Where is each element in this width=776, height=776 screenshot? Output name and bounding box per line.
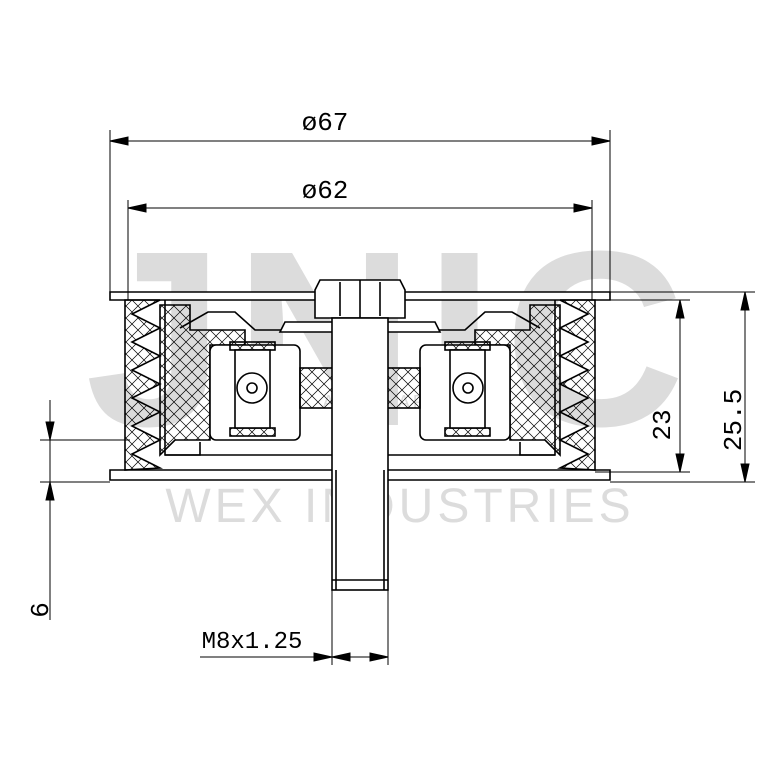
bearing-left-race-bottom	[229, 427, 276, 437]
seal-left	[179, 311, 285, 331]
label-thread: M8x1.25	[202, 629, 303, 656]
dimension-lines	[40, 130, 755, 665]
label-height-total: 25.5	[719, 389, 749, 451]
left-groove-rim	[124, 299, 164, 471]
bearing-ball-left-center	[246, 382, 258, 394]
dimension-labels: ø67 ø62 25.5 23 6 M8x1.25	[26, 108, 749, 656]
bearing-left-race-top	[229, 341, 276, 351]
label-inner-diameter: ø62	[302, 176, 349, 206]
watermark-company: WEX INDUSTRIES	[165, 480, 634, 533]
bearing-ball-right-center	[462, 382, 474, 394]
bearing-ball-left	[236, 372, 268, 404]
bearing-right-race-top	[444, 341, 491, 351]
seal-right	[435, 311, 541, 331]
bearing-ball-right	[452, 372, 484, 404]
right-groove-rim	[556, 299, 596, 471]
label-offset: 6	[26, 602, 56, 618]
label-height-groove: 23	[648, 409, 678, 440]
label-outer-diameter: ø67	[302, 108, 349, 138]
pulley-body	[109, 279, 611, 591]
bearing-right-race-bottom	[444, 427, 491, 437]
bolt-shank	[331, 317, 389, 591]
